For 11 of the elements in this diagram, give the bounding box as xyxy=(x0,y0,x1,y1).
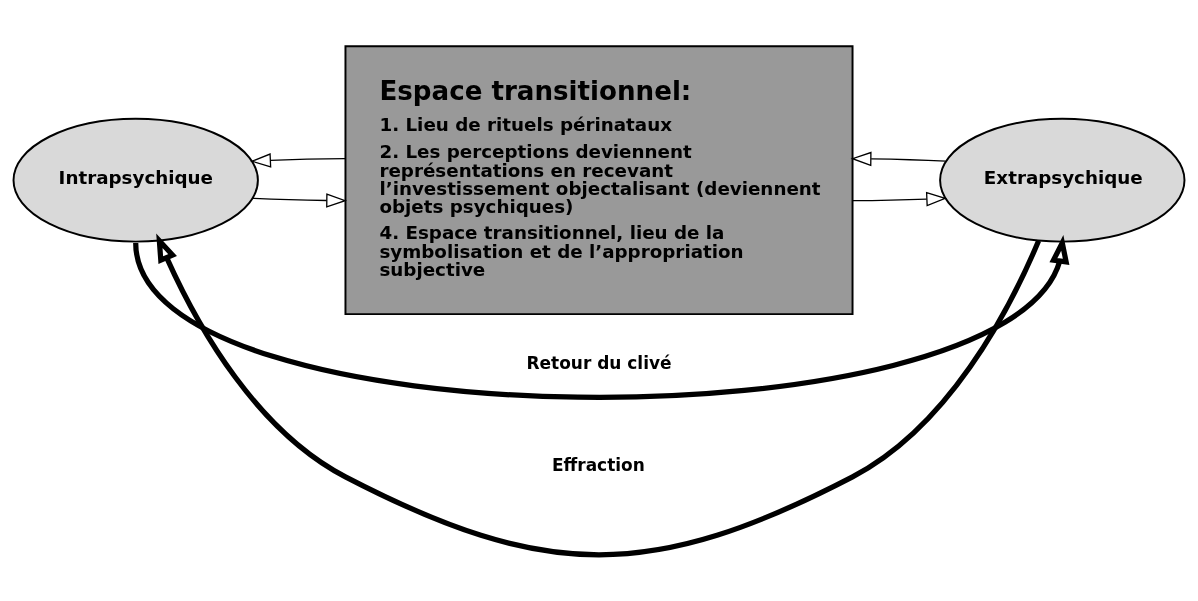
arrow xyxy=(850,151,947,167)
arrow xyxy=(133,235,1070,400)
arrow xyxy=(851,191,948,207)
arrow xyxy=(156,233,1042,558)
node-ellipse: Intrapsychique xyxy=(12,117,259,243)
node-ellipse: Extrapsychique xyxy=(939,117,1186,243)
node-box: Espace transitionnel: 1. Lieu de rituels périnataux 2. Les perceptions deviennent représentations en recevant l’investissement objectalisant (deviennent objets psychiques) 4. Espace transitionnel, lieu de la symbolisation et de l’appropriation subjective xyxy=(344,45,854,316)
arrow xyxy=(250,153,346,168)
arrow xyxy=(252,193,348,208)
edge-label: Retour du clivé xyxy=(526,352,672,373)
edge-label: Effraction xyxy=(551,454,645,475)
